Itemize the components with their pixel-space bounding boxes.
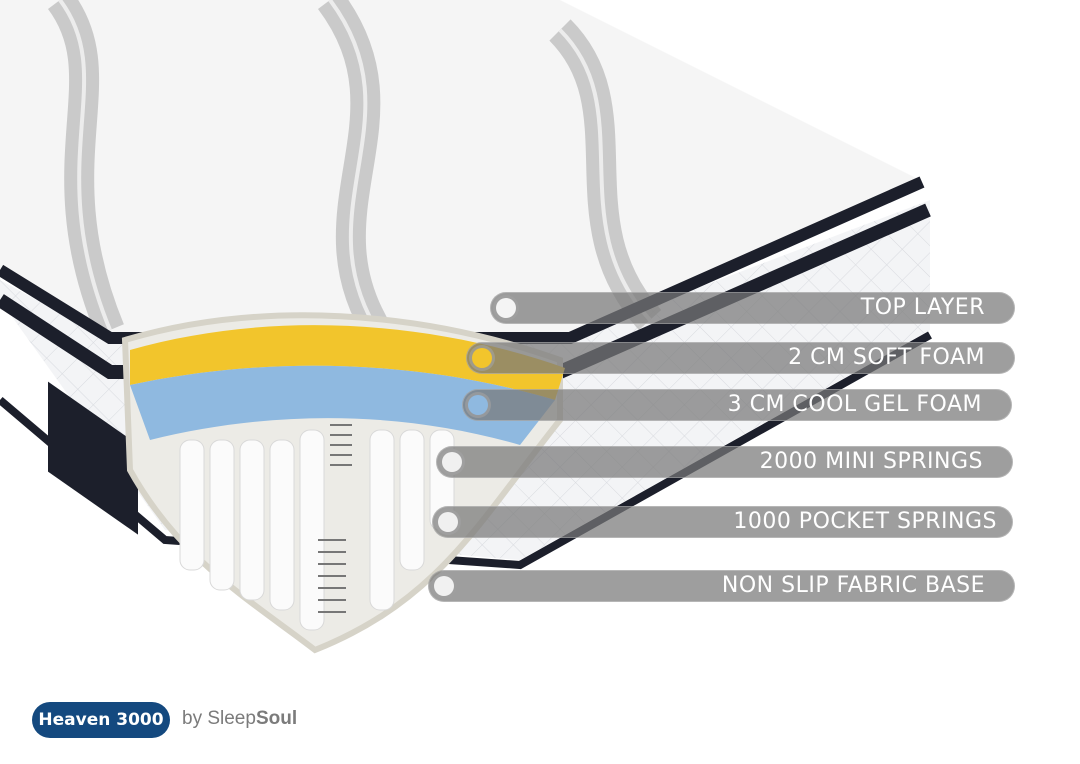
callout-pocket-springs: 1000 POCKET SPRINGS: [432, 506, 1013, 538]
callout-label: 2000 MINI SPRINGS: [759, 449, 983, 474]
callout-fabric-base: NON SLIP FABRIC BASE: [428, 570, 1015, 602]
brand-logo: by SleepSoul: [182, 708, 297, 730]
callout-dot-icon: [435, 509, 461, 535]
callout-soft-foam: 2 CM SOFT FOAM: [466, 342, 1015, 374]
mattress-top-surface: [0, 0, 920, 335]
callout-dot-icon: [439, 449, 465, 475]
side-logo-tag: [48, 381, 138, 535]
yellow-foam-layer: [130, 325, 565, 400]
gel-foam-layer: [130, 365, 555, 445]
callout-dot-icon: [431, 573, 457, 599]
callout-label: TOP LAYER: [860, 295, 985, 320]
callout-label: 1000 POCKET SPRINGS: [733, 509, 997, 534]
callout-gel-foam: 3 CM COOL GEL FOAM: [462, 389, 1012, 421]
callout-dot-icon: [469, 345, 495, 371]
brand-by-text: by Sleep: [182, 708, 256, 729]
springs: [179, 429, 455, 631]
callout-label: NON SLIP FABRIC BASE: [721, 573, 985, 598]
callout-dot-icon: [493, 295, 519, 321]
callout-dot-icon: [465, 392, 491, 418]
callout-top-layer: TOP LAYER: [490, 292, 1015, 324]
callout-mini-springs: 2000 MINI SPRINGS: [436, 446, 1013, 478]
product-name-badge: Heaven 3000: [32, 702, 170, 738]
callout-label: 2 CM SOFT FOAM: [788, 345, 985, 370]
brand-suffix: Soul: [255, 708, 298, 729]
callout-label: 3 CM COOL GEL FOAM: [727, 392, 982, 417]
